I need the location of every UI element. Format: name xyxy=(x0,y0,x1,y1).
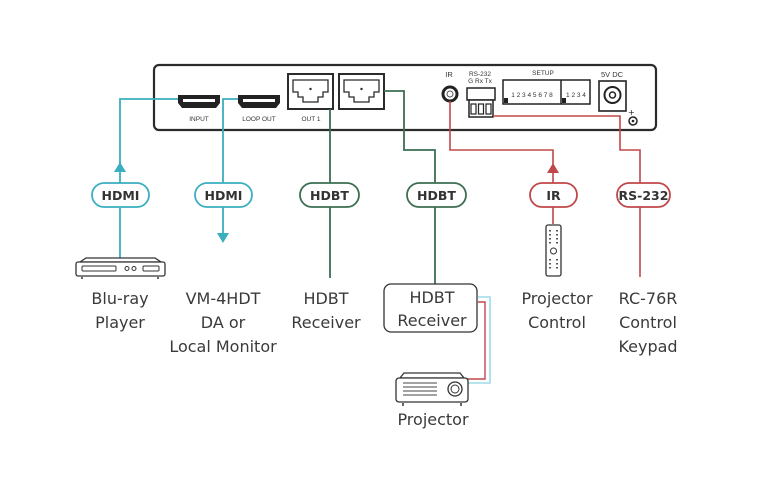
device-label-rc76r-line1: RC-76R xyxy=(619,289,678,308)
device-label-bluray-line2: Player xyxy=(95,313,145,332)
svg-text:RS-232: RS-232 xyxy=(619,188,669,203)
hdbt-receiver-box xyxy=(383,283,478,333)
setup-dip-switches xyxy=(502,79,591,105)
device-label-projector-control-line2: Control xyxy=(528,313,586,332)
device-label-vm4hdt-line3: Local Monitor xyxy=(169,337,277,356)
hdmi-input-port xyxy=(178,95,220,108)
svg-text:HDMI: HDMI xyxy=(102,188,140,203)
arrow-up-icon xyxy=(547,163,559,173)
device-label-bluray-line1: Blu-ray xyxy=(91,289,148,308)
loop-out-port-label: LOOP OUT xyxy=(242,116,276,123)
device-label-hdbt-receiver-2-line2: Receiver xyxy=(397,311,467,330)
remote-control-icon xyxy=(545,224,562,277)
device-label-vm4hdt-line1: VM-4HDT xyxy=(186,289,261,308)
device-label-hdbt-receiver-1-line1: HDBT xyxy=(303,289,348,308)
projector-icon xyxy=(395,372,469,406)
device-label-rc76r-line3: Keypad xyxy=(618,337,677,356)
device-label-projector-control-line1: Projector xyxy=(521,289,593,308)
ground-screw-icon: + xyxy=(628,108,638,126)
input-port-label: INPUT xyxy=(189,116,209,123)
ir-jack xyxy=(441,85,459,103)
svg-text:HDMI: HDMI xyxy=(205,188,243,203)
out1-port-label: OUT 1 xyxy=(301,116,320,123)
device-label-rc76r-line2: Control xyxy=(619,313,677,332)
rj45-out1-port xyxy=(287,73,334,110)
device-label-hdbt-receiver-2-line1: HDBT xyxy=(409,288,454,307)
receiver-to-projector-hdmi-cable xyxy=(465,296,491,384)
device-label-projector: Projector xyxy=(397,410,469,429)
svg-text:HDBT: HDBT xyxy=(417,188,456,203)
connection-pill-hdmi-2: HDMI xyxy=(194,182,253,208)
svg-text:IR: IR xyxy=(546,188,561,203)
connection-pill-hdmi-1: HDMI xyxy=(91,182,150,208)
device-label-vm4hdt-line2: DA or xyxy=(201,313,246,332)
power-jack xyxy=(598,80,627,112)
setup-dip-numbers-b: 1 2 3 4 xyxy=(566,92,586,99)
connection-pill-hdbt-1: HDBT xyxy=(299,182,360,208)
connection-pill-hdbt-2: HDBT xyxy=(406,182,467,208)
connection-pill-rs232: RS-232 xyxy=(616,182,671,208)
hdmi-loop-out-port xyxy=(238,95,280,108)
ir-port-label: IR xyxy=(445,70,453,79)
rs232-port-label: RS-232 xyxy=(469,71,491,78)
connection-pill-ir: IR xyxy=(529,182,578,208)
receiver-to-projector-rs232-cable xyxy=(465,301,486,380)
arrow-up-icon xyxy=(114,162,126,172)
device-label-hdbt-receiver-1-line2: Receiver xyxy=(291,313,361,332)
svg-text:HDBT: HDBT xyxy=(310,188,349,203)
bluray-player-icon xyxy=(75,257,166,279)
setup-dip-numbers-a: 1 2 3 4 5 6 7 8 xyxy=(511,92,553,99)
arrow-down-icon xyxy=(217,233,229,243)
rs232-terminal-block xyxy=(466,87,496,118)
rs232-pins-label: G Rx Tx xyxy=(468,78,492,85)
power-port-label: 5V DC xyxy=(601,70,624,79)
rj45-hdbt-port xyxy=(338,73,385,110)
setup-label: SETUP xyxy=(532,70,554,77)
svg-text:+: + xyxy=(628,108,635,117)
